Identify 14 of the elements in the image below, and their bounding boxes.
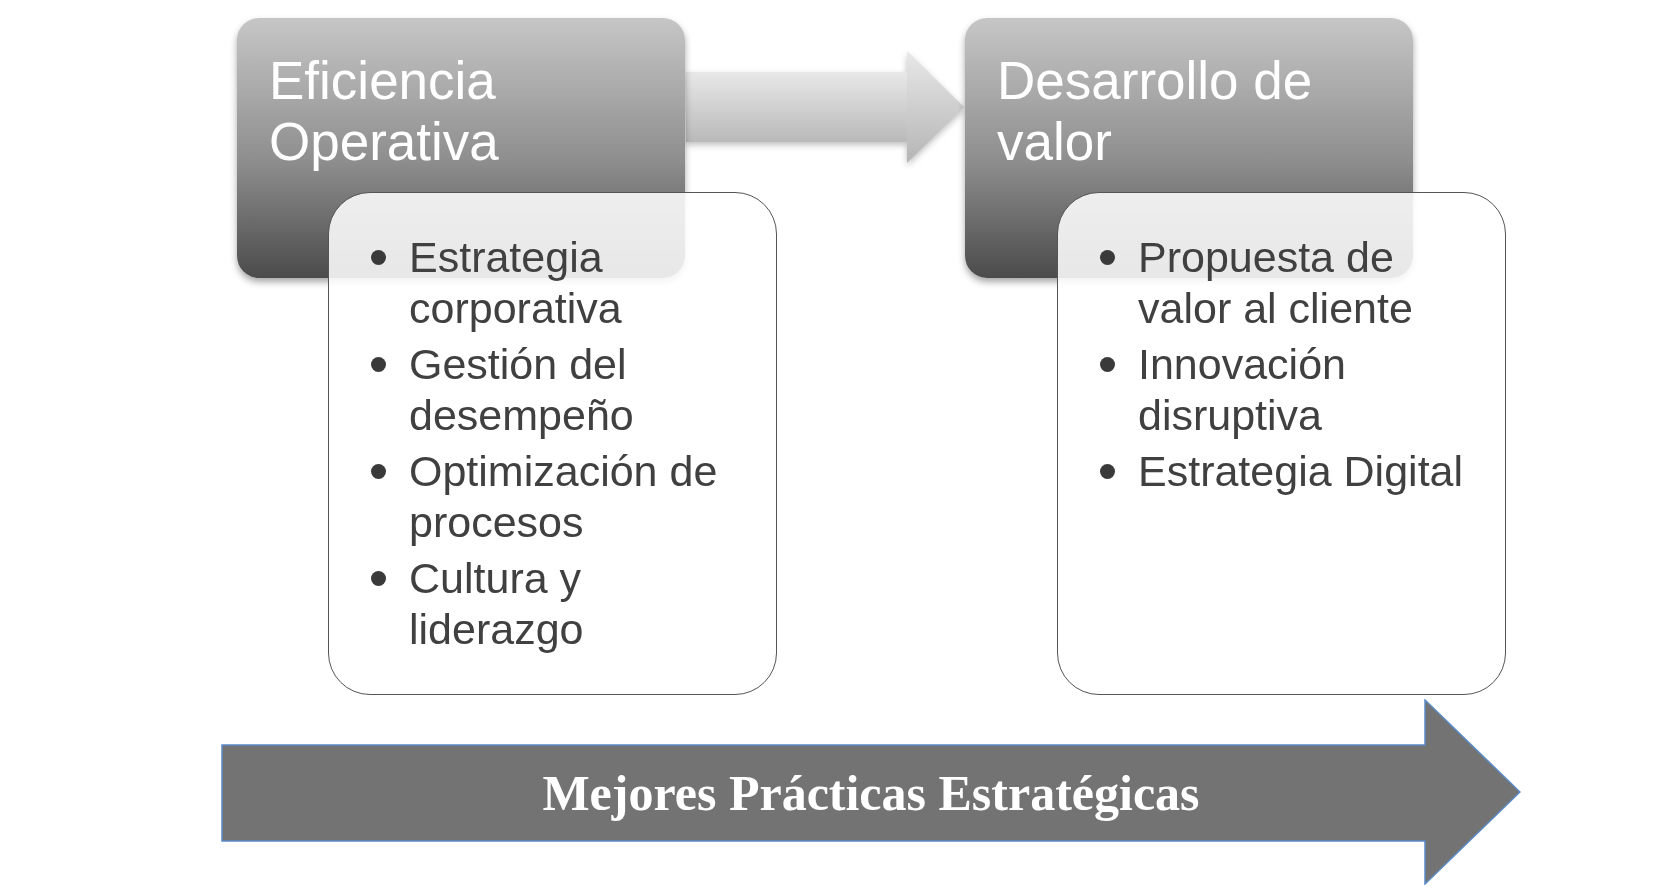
list-card — [328, 192, 777, 695]
bullet-item: Optimización de procesos — [371, 446, 752, 548]
banner-text: Mejores Prácticas Estratégicas — [542, 764, 1200, 822]
list-card — [1057, 192, 1506, 695]
heading-text: Eficiencia Operativa — [269, 50, 500, 172]
bullet-item: Cultura y liderazgo — [371, 553, 752, 655]
bullet-item: Estrategia corporativa — [371, 232, 752, 334]
bullet-item: Estrategia Digital — [1100, 446, 1464, 497]
bullet-item: Propuesta de valor al cliente — [1100, 232, 1481, 334]
bullet-item: Innovación disruptiva — [1100, 339, 1481, 441]
banner-arrow — [221, 699, 1521, 885]
arrow — [686, 51, 964, 163]
heading-text: Desarrollo de valor — [997, 50, 1314, 172]
bullet-item: Gestión del desempeño — [371, 339, 752, 441]
